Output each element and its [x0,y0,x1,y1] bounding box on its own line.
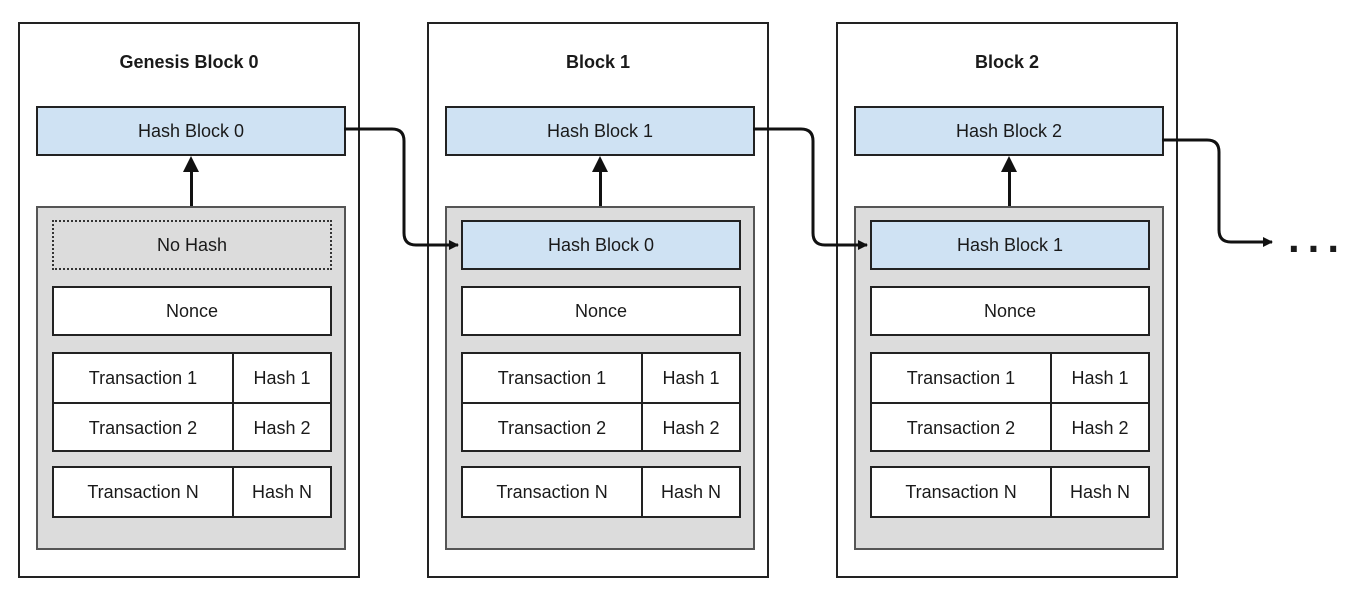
transaction-row: Transaction 1 Hash 1 [54,354,330,402]
transaction-hash: Hash 1 [662,368,720,388]
block-2: Block 2 Hash Block 2 Hash Block 1 Nonce … [836,22,1178,578]
block-content: No Hash Nonce Transaction 1 Hash 1 Trans… [36,206,346,550]
previous-hash: Hash Block 1 [870,220,1150,270]
link-arrow-1-to-2 [753,127,868,250]
transaction-row: Transaction 2 Hash 2 [872,402,1148,452]
transaction-name: Transaction 2 [54,404,234,452]
transaction-group: Transaction N Hash N [461,466,741,518]
block-content: Hash Block 1 Nonce Transaction 1 Hash 1 … [854,206,1164,550]
transaction-hash: Hash 2 [253,418,311,438]
transaction-group: Transaction N Hash N [52,466,332,518]
transaction-hash: Hash 1 [1071,368,1129,388]
link-arrow-0-to-1 [344,127,459,250]
block-content: Hash Block 0 Nonce Transaction 1 Hash 1 … [445,206,755,550]
block-title: Block 2 [974,52,1040,72]
transaction-hash: Hash N [1069,482,1131,502]
transaction-row: Transaction N Hash N [872,468,1148,516]
transaction-name: Transaction N [54,468,234,516]
nonce: Nonce [52,286,332,336]
transaction-group: Transaction 1 Hash 1 Transaction 2 Hash … [870,352,1150,452]
transaction-group: Transaction 1 Hash 1 Transaction 2 Hash … [52,352,332,452]
transaction-hash: Hash N [660,482,722,502]
transaction-name: Transaction 1 [54,354,234,402]
transaction-row: Transaction 1 Hash 1 [872,354,1148,402]
block-hash: Hash Block 0 [36,106,346,156]
previous-hash: Hash Block 0 [461,220,741,270]
transaction-hash: Hash 2 [662,418,720,438]
transaction-row: Transaction 2 Hash 2 [54,402,330,452]
nonce: Nonce [870,286,1150,336]
block-1: Block 1 Hash Block 1 Hash Block 0 Nonce … [427,22,769,578]
transaction-hash: Hash 2 [1071,418,1129,438]
transaction-hash: Hash N [251,482,313,502]
transaction-name: Transaction 2 [463,404,643,452]
previous-hash: No Hash [52,220,332,270]
nonce: Nonce [461,286,741,336]
transaction-name: Transaction 1 [872,354,1052,402]
transaction-row: Transaction 2 Hash 2 [463,402,739,452]
transaction-hash: Hash 1 [253,368,311,388]
transaction-name: Transaction 2 [872,404,1052,452]
transaction-name: Transaction 1 [463,354,643,402]
block-hash: Hash Block 1 [445,106,755,156]
transaction-group: Transaction N Hash N [870,466,1150,518]
continuation-ellipsis: ... [1288,214,1348,261]
transaction-group: Transaction 1 Hash 1 Transaction 2 Hash … [461,352,741,452]
block-title: Block 1 [565,52,631,72]
transaction-name: Transaction N [872,468,1052,516]
transaction-row: Transaction 1 Hash 1 [463,354,739,402]
transaction-row: Transaction N Hash N [463,468,739,516]
genesis-block: Genesis Block 0 Hash Block 0 No Hash Non… [18,22,360,578]
transaction-row: Transaction N Hash N [54,468,330,516]
transaction-name: Transaction N [463,468,643,516]
block-hash: Hash Block 2 [854,106,1164,156]
link-arrow-2-to-next [1162,138,1273,247]
block-title: Genesis Block 0 [119,52,259,72]
